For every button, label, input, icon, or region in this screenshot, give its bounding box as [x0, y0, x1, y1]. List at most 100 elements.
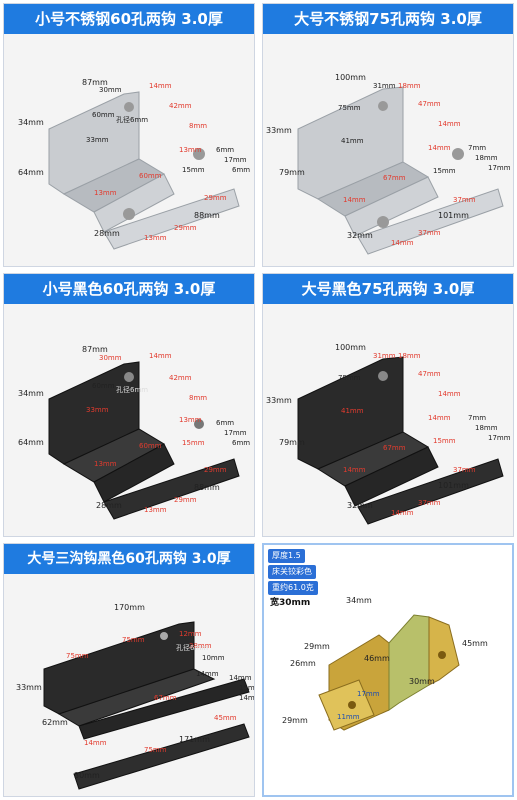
panel-title: 大号三沟钩黑色60孔两钩 3.0厚 — [4, 544, 254, 574]
dim-r1: 14mm — [149, 352, 172, 360]
dim-plate-c: 45mm — [214, 714, 237, 722]
dim-r1: 12mm — [179, 630, 202, 638]
dim-r4: 14mm — [428, 414, 451, 422]
panel-title: 小号不锈钢60孔两钩 3.0厚 — [4, 4, 254, 34]
dim-plate-length: 101mm — [438, 211, 469, 220]
dim-plate-b: 37mm — [418, 499, 441, 507]
dim-r4: 14mm — [428, 144, 451, 152]
dim-top: 34mm — [346, 596, 372, 605]
dim-w-top: 170mm — [114, 603, 145, 612]
dim-s1: 7mm — [468, 414, 487, 422]
dim-plate-a: 14mm — [391, 509, 414, 517]
dim-plate-a: 14mm — [84, 739, 107, 747]
dim-plate-b: 29mm — [174, 224, 197, 232]
panel-small-steel: 小号不锈钢60孔两钩 3.0厚 87mm 30mm 60mm 33mm 34mm… — [3, 3, 255, 267]
dim-h-body: 64mm — [18, 438, 44, 447]
dim-w-mid: 60mm — [92, 382, 115, 390]
dim-hole: 孔径6mm — [176, 644, 209, 652]
dim-r2: 38mm — [189, 642, 212, 650]
dim-w-top: 100mm — [335, 343, 366, 352]
dim-s2: 18mm — [475, 424, 498, 432]
dim-r6: 13mm — [94, 189, 117, 197]
hinge-drawing — [318, 614, 460, 731]
dim-left2: 26mm — [290, 659, 316, 668]
dim-s1: 7mm — [468, 144, 487, 152]
panel-small-black: 小号黑色60孔两钩 3.0厚 87mm 30mm 60mm 33mm 34mm … — [3, 273, 255, 537]
dim-right: 45mm — [462, 639, 488, 648]
dim-w-low: 41mm — [341, 137, 364, 145]
dim-s1: 14mm — [229, 674, 252, 682]
dim-plate-width: 28mm — [94, 229, 120, 238]
dim-plate-c: 29mm — [204, 466, 227, 474]
panel-large-black: 大号黑色75孔两钩 3.0厚 100mm 31mm 75mm 41mm 33mm… — [262, 273, 514, 537]
panel-title: 大号黑色75孔两钩 3.0厚 — [263, 274, 513, 304]
dim-h-left: 33mm — [16, 683, 42, 692]
dim-s4: 15mm — [182, 439, 205, 447]
dim-plate-length: 171mm — [179, 735, 210, 744]
dim-r2: 47mm — [418, 100, 441, 108]
dim-plate-width: 30mm — [74, 771, 100, 780]
dim-s3: 14mm — [239, 694, 255, 702]
panel-title: 小号黑色60孔两钩 3.0厚 — [4, 274, 254, 304]
dim-s2: 17mm — [224, 429, 247, 437]
panel-large-three-slot: 大号三沟钩黑色60孔两钩 3.0厚 170mm 75mm 75mm 33mm 6… — [3, 543, 255, 797]
dim-r6: 14mm — [343, 196, 366, 204]
dim-r1: 18mm — [398, 82, 421, 90]
dim-r3: 14mm — [438, 120, 461, 128]
dim-w-upper: 31mm — [373, 352, 396, 360]
dim-w-low: 41mm — [341, 407, 364, 415]
dim-s3: 17mm — [488, 164, 511, 172]
dim-plate-width: 32mm — [347, 501, 373, 510]
dim-h-body: 62mm — [42, 718, 68, 727]
dim-r1: 14mm — [149, 82, 172, 90]
dim-r4: 13mm — [179, 416, 202, 424]
dim-h-left: 33mm — [266, 396, 292, 405]
dim-r3: 10mm — [202, 654, 225, 662]
bracket-three-slot-drawing — [43, 621, 250, 790]
panel-large-steel: 大号不锈钢75孔两钩 3.0厚 100mm 31mm 75mm 41mm 33m… — [262, 3, 514, 267]
dim-r1: 18mm — [398, 352, 421, 360]
dim-h-left: 33mm — [266, 126, 292, 135]
dim-h-left: 34mm — [18, 118, 44, 127]
dim-hole: 孔径6mm — [116, 386, 149, 394]
dim-w-mid: 60mm — [92, 111, 115, 119]
dim-r6: 14mm — [343, 466, 366, 474]
panel-color-hinge: 厚度1.5 床关铰彩色 重约61.0克 宽30mm 34mm 45mm 29mm… — [262, 543, 514, 797]
dim-left1: 29mm — [304, 642, 330, 651]
dim-r3: 8mm — [189, 122, 208, 130]
width-label: 宽30mm — [270, 598, 311, 608]
dim-s3: 6mm — [232, 166, 251, 174]
dim-r6: 13mm — [94, 460, 117, 468]
dim-r2: 42mm — [169, 374, 192, 382]
dim-plate-width: 32mm — [347, 231, 373, 240]
dim-w-upper: 30mm — [99, 86, 122, 94]
bracket-black-drawing — [48, 361, 240, 520]
dim-r5: 67mm — [383, 174, 406, 182]
dim-w-low: 33mm — [86, 136, 109, 144]
dim-s4: 15mm — [182, 166, 205, 174]
dim-w-low: 33mm — [86, 406, 109, 414]
dim-h-body: 64mm — [18, 168, 44, 177]
dim-s1: 6mm — [216, 419, 235, 427]
dim-h-body: 79mm — [279, 438, 305, 447]
dim-plate-c: 29mm — [204, 194, 227, 202]
dim-s4: 15mm — [433, 437, 456, 445]
dim-plate-b: 75mm — [144, 746, 167, 754]
dim-r4: 14mm — [196, 670, 219, 678]
dim-r5: 60mm — [139, 442, 162, 450]
dim-plate-width: 28mm — [96, 501, 122, 510]
dim-r5: 67mm — [383, 444, 406, 452]
dim-plate-c: 37mm — [453, 466, 476, 474]
dim-base: 30mm — [409, 677, 435, 686]
dim-w-upper: 31mm — [373, 82, 396, 90]
dim-r4: 13mm — [179, 146, 202, 154]
dim-w-mid: 75mm — [122, 636, 145, 644]
dim-low: 29mm — [282, 716, 308, 725]
dim-s2: 17mm — [224, 156, 247, 164]
dim-w-upper: 30mm — [99, 354, 122, 362]
dim-s3: 6mm — [232, 439, 251, 447]
dim-plate-length: 88mm — [194, 211, 220, 220]
bracket-steel-drawing — [297, 86, 504, 255]
dim-plate-a: 13mm — [144, 234, 167, 242]
dim-plate-b: 29mm — [174, 496, 197, 504]
